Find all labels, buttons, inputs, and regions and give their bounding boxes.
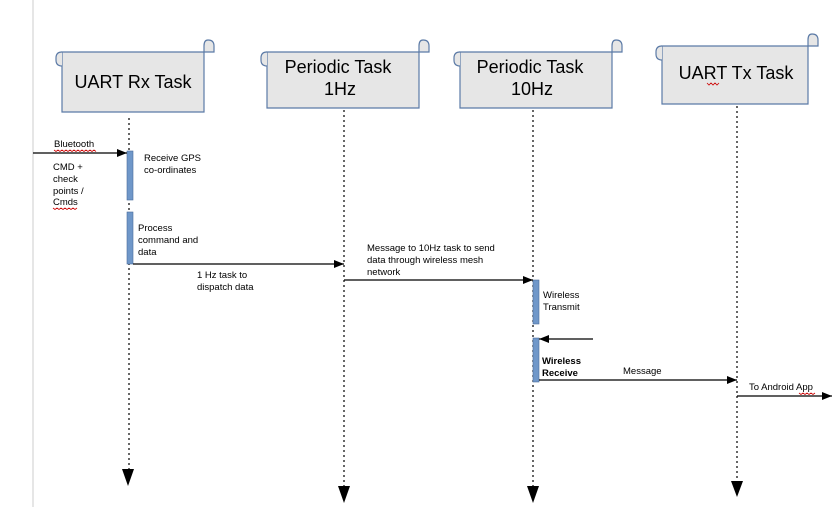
wireless-receive-label-line2: Receive [542,368,578,379]
scroll-curl-top [655,45,663,61]
scroll-shape [661,45,809,105]
lifeline-title: UART Tx Task [679,63,795,83]
scroll-curl-right [203,39,215,53]
activation-bar [126,150,134,201]
spellcheck-squiggle [798,392,816,395]
spellcheck-squiggle [53,149,97,152]
lifeline-end-arrow [731,481,743,497]
message-label: Message [623,366,662,377]
message-10hz-label-line1: Message to 10Hz task to send [367,243,495,254]
scroll-curl-right [807,33,819,47]
receive-gps-label-line1: Receive GPS [144,153,201,164]
wireless-receive-label-line1: Wireless [542,356,581,367]
lifeline-uart-tx: UART Tx Task [655,33,819,105]
bluetooth-label: Bluetooth [54,139,94,150]
scroll-curl-top [453,51,461,67]
activation-bar [532,337,540,383]
lifeline-end-arrow [122,469,134,486]
scroll-shape [61,51,205,113]
lifeline-title-line1: Periodic Task [285,57,393,77]
wireless-transmit-label-line2: Transmit [543,302,580,313]
cmd-label-line1: CMD + [53,162,83,173]
lifeline-periodic-1hz: Periodic Task 1Hz [260,39,430,109]
lifeline-title-line2: 1Hz [324,79,356,99]
message-10hz-label-line3: network [367,267,401,278]
lifeline-title-line1: Periodic Task [477,57,585,77]
scroll-curl-top [260,51,268,67]
scroll-shape [266,51,420,109]
dispatch-label-line2: dispatch data [197,282,254,293]
scroll-curl-top [55,51,63,67]
activation-bar [532,279,540,325]
cmd-label-line2: check [53,174,78,185]
process-label-line2: command and [138,235,198,246]
to-android-label: To Android App [749,382,813,393]
message-10hz-label-line2: data through wireless mesh [367,255,483,266]
wireless-transmit-label-line1: Wireless [543,290,580,301]
process-label-line1: Process [138,223,173,234]
lifeline-uart-rx: UART Rx Task [55,39,215,113]
lifeline-title-line2: 10Hz [511,79,553,99]
receive-gps-label-line2: co-ordinates [144,165,197,176]
scroll-curl-right [418,39,430,53]
lifeline-end-arrow [527,486,539,503]
cmd-label-line4: Cmds [53,197,78,208]
process-label-line3: data [138,247,157,258]
activation-bar [126,211,134,265]
spellcheck-squiggle [52,207,78,210]
lifeline-end-arrow [338,486,350,503]
dispatch-label-line1: 1 Hz task to [197,270,247,281]
lifeline-periodic-10hz: Periodic Task 10Hz [453,39,623,109]
cmd-label-line3: points / [53,186,84,197]
scroll-curl-right [611,39,623,53]
spellcheck-squiggle [706,82,720,86]
lifeline-title: UART Rx Task [74,72,192,92]
scroll-shape [459,51,613,109]
